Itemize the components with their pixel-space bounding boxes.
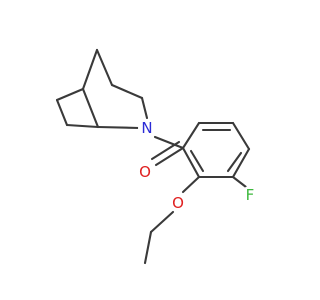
carbonyl-oxygen-label: O (139, 163, 151, 181)
bond (143, 230, 153, 265)
ether-oxygen-label: O (172, 194, 184, 212)
carbonyl-group (150, 135, 185, 167)
bond (181, 121, 201, 150)
bond (55, 98, 69, 127)
bond (95, 48, 114, 87)
bond (231, 121, 251, 151)
nitrogen-label: N (141, 119, 152, 137)
double-bond (154, 146, 185, 167)
bond (110, 83, 144, 100)
bond (231, 175, 248, 189)
bicyclic-ring (55, 48, 149, 130)
bond (96, 125, 141, 130)
aromatic-inner-bond (226, 151, 243, 173)
structure-diagram: N O O F (55, 48, 259, 265)
bond (181, 175, 201, 194)
aromatic-inner-bond (189, 149, 205, 173)
atom-oxygen-carbonyl: O (136, 163, 154, 181)
bond (81, 87, 100, 129)
bond (55, 87, 85, 102)
fluorine-label: F (246, 186, 255, 204)
bond (65, 123, 100, 129)
bond (149, 210, 175, 234)
double-bond (150, 140, 181, 161)
bond (81, 48, 99, 91)
bond (231, 147, 251, 179)
atom-nitrogen: N (138, 119, 156, 137)
atom-fluorine: F (241, 186, 259, 204)
atom-oxygen-ether: O (169, 194, 187, 212)
bond (153, 135, 185, 150)
substituents (143, 175, 248, 265)
bond (181, 146, 201, 179)
bond (140, 96, 149, 120)
benzene-ring (181, 121, 251, 179)
